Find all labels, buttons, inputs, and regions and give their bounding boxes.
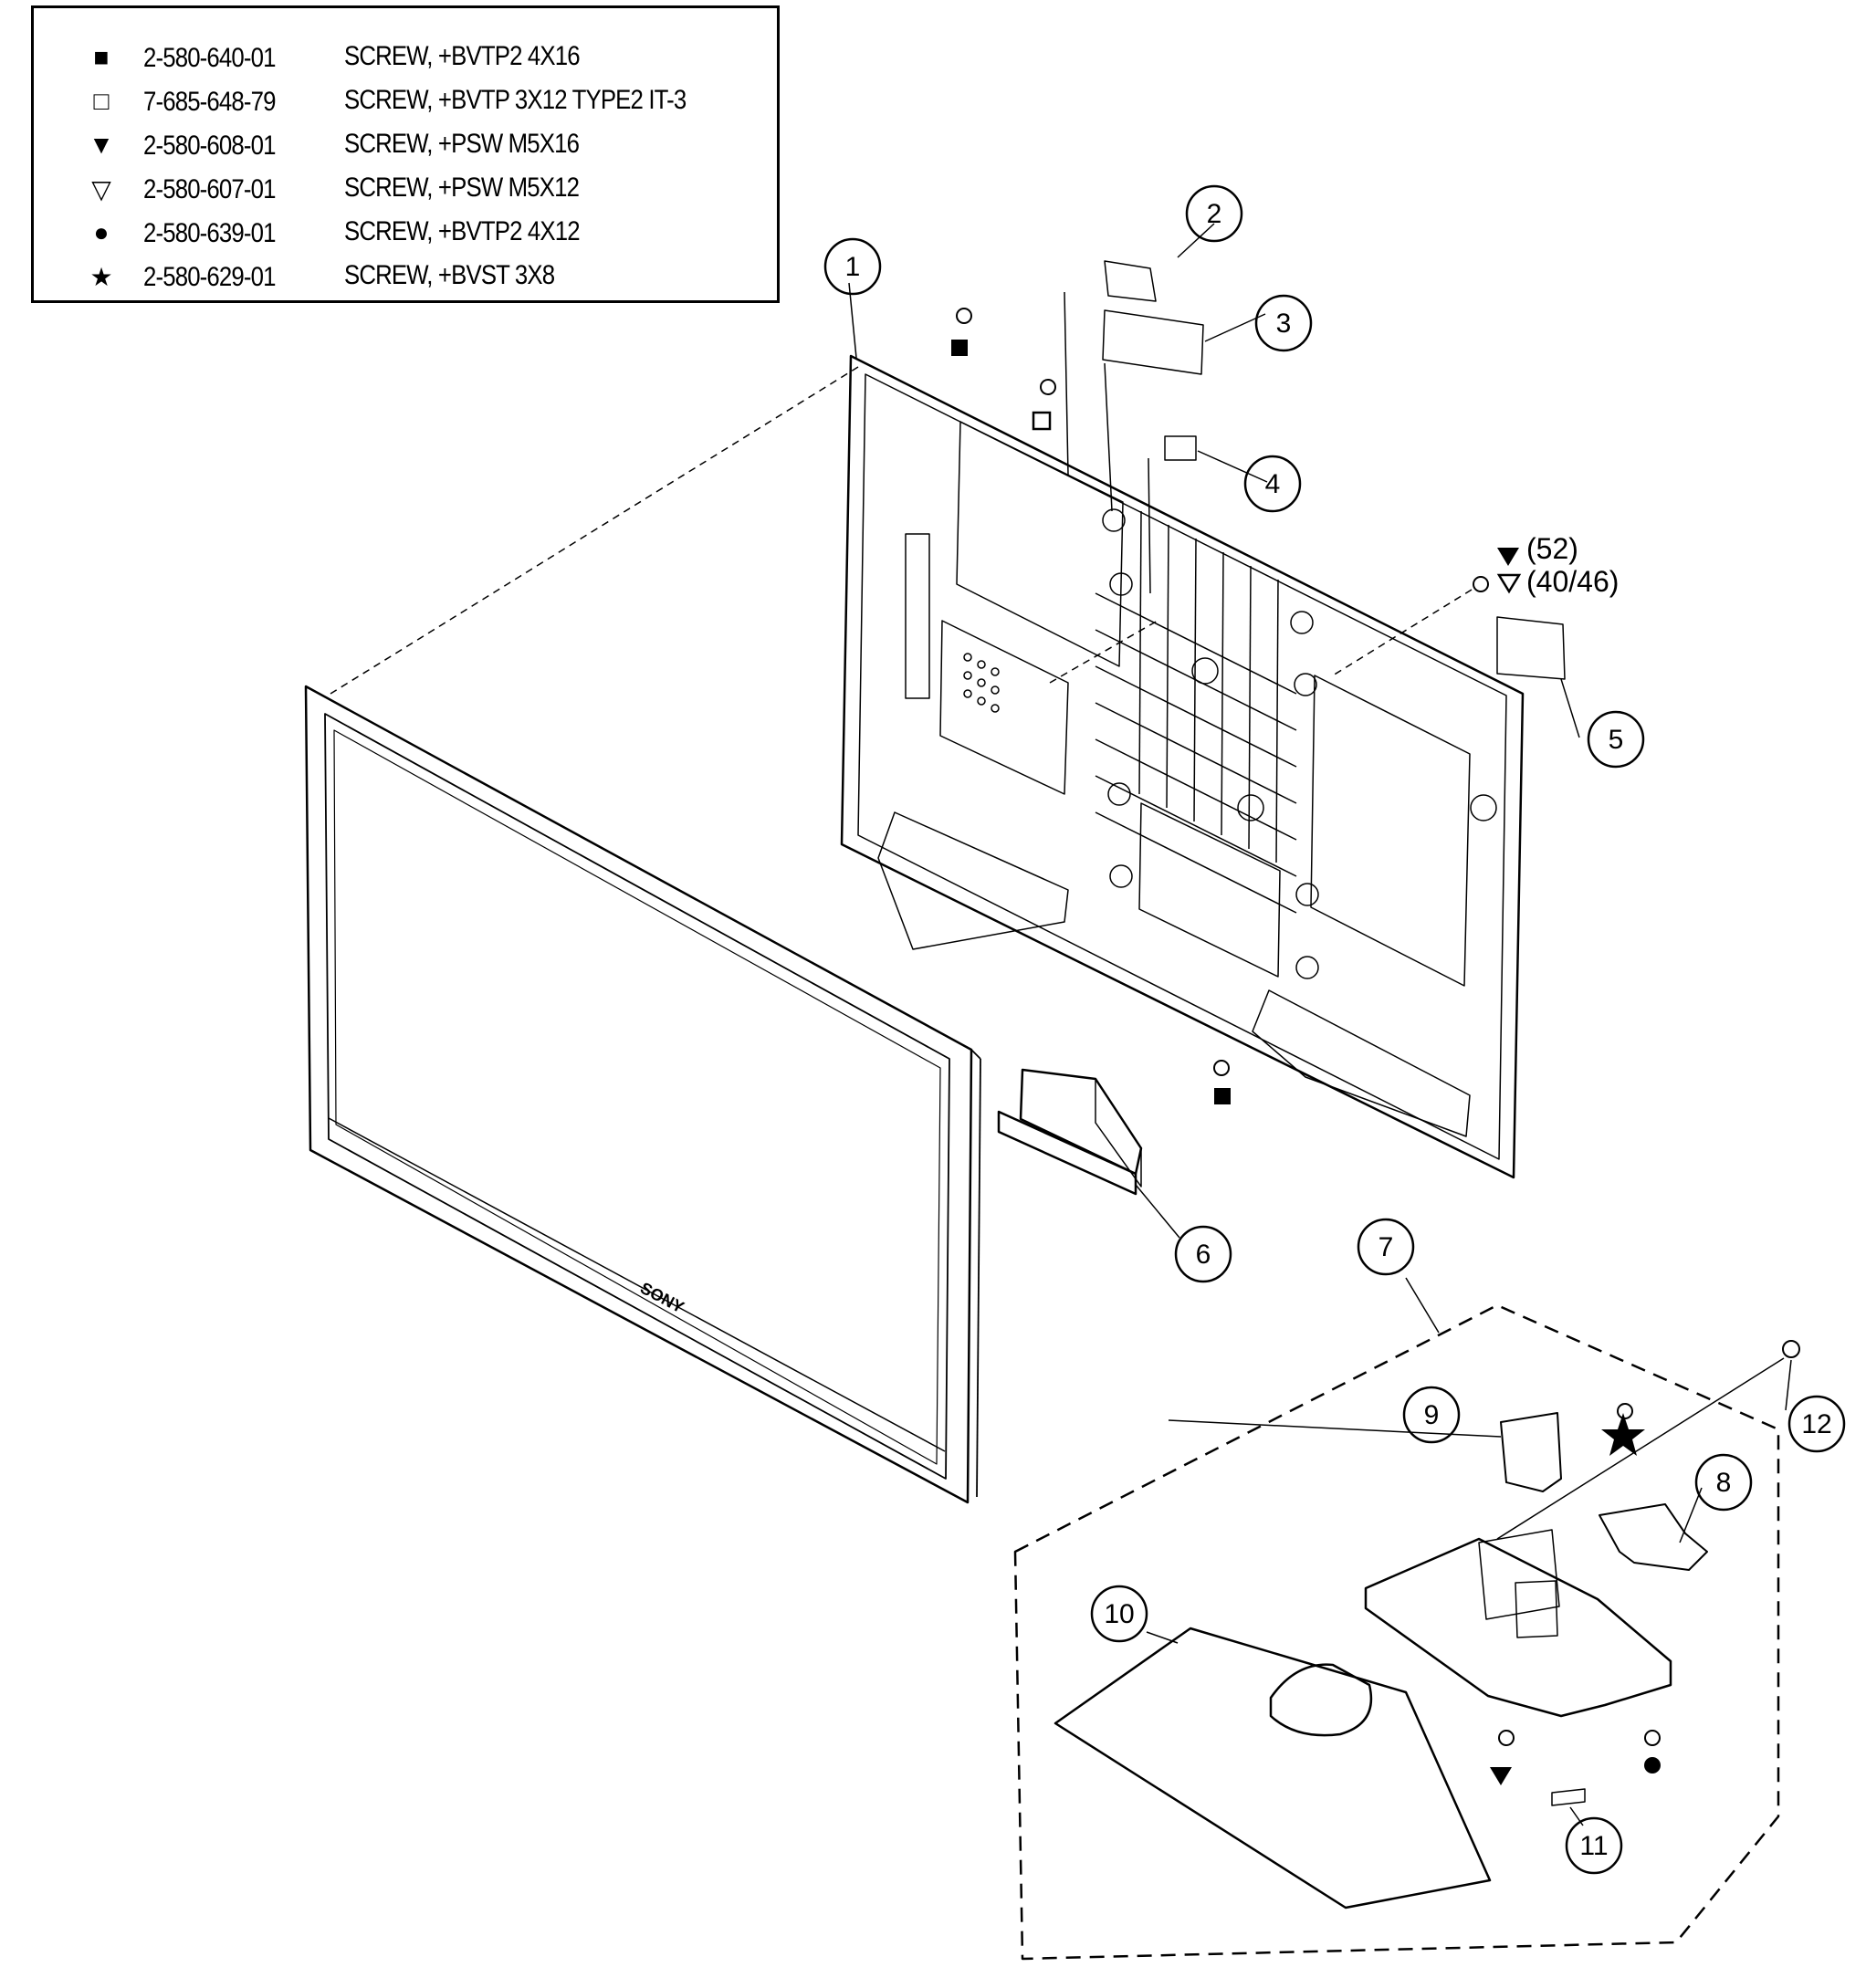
stand-label	[1551, 1788, 1586, 1806]
callout-10: 10	[1104, 1599, 1134, 1629]
stand-clip	[1599, 1503, 1708, 1571]
callout-2: 2	[1207, 199, 1222, 229]
callout-6: 6	[1196, 1240, 1211, 1270]
callout-9: 9	[1424, 1400, 1440, 1430]
callout-12: 12	[1801, 1409, 1831, 1439]
part-number: 2-580-640-01	[143, 43, 276, 73]
leader-lines	[330, 223, 1792, 1826]
star-icon	[1601, 1413, 1645, 1456]
star-icon: ★	[89, 262, 113, 291]
screw-legend: ■ 2-580-640-01 SCREW, +BVTP2 4X16 □ 7-68…	[31, 5, 780, 303]
part-description: SCREW, +PSW M5X12	[344, 173, 580, 203]
part-description: SCREW, +BVTP2 4X12	[344, 216, 581, 246]
part-number: 2-580-608-01	[143, 131, 276, 161]
filled-triangle-icon: ▼	[89, 131, 114, 159]
screws	[956, 308, 1800, 1746]
callout-11: 11	[1579, 1831, 1608, 1861]
filled-square-icon: ■	[93, 43, 110, 71]
callout-labels: 1 2 3 4 5 6 7 8 9 10 11 12	[845, 199, 1832, 1861]
filled-square-icon	[951, 340, 968, 356]
terminal-bracket	[997, 1068, 1143, 1196]
filled-circle-icon: ●	[93, 218, 110, 246]
brand-logo: SONY	[637, 1279, 687, 1317]
hollow-triangle-icon	[1496, 573, 1522, 594]
legend-row: ● 2-580-639-01 SCREW, +BVTP2 4X12	[34, 214, 777, 251]
front-bezel	[304, 685, 981, 1504]
stand-base	[1054, 1627, 1492, 1910]
hollow-square-icon: □	[93, 87, 110, 115]
screw-markers	[951, 340, 1661, 1785]
screw-note-40-46: (40/46)	[1526, 565, 1619, 598]
part-description: SCREW, +BVTP2 4X16	[344, 41, 581, 71]
legend-row: ■ 2-580-640-01 SCREW, +BVTP2 4X16	[34, 39, 777, 76]
part-number: 2-580-629-01	[143, 262, 276, 292]
stand-assembly-outline	[1013, 1303, 1780, 1961]
part-number: 2-580-607-01	[143, 174, 276, 204]
neck-cover	[1500, 1412, 1562, 1492]
filled-square-icon	[1214, 1088, 1231, 1104]
filled-triangle-icon	[1490, 1767, 1512, 1785]
hollow-triangle-icon: ▽	[91, 174, 111, 204]
part-description: SCREW, +PSW M5X16	[344, 129, 580, 159]
part-number: 7-685-648-79	[143, 87, 276, 117]
callout-1: 1	[845, 252, 861, 282]
callout-8: 8	[1716, 1468, 1732, 1498]
screw-note-52: (52)	[1526, 532, 1578, 565]
filled-triangle-icon	[1497, 548, 1519, 566]
legend-row: □ 7-685-648-79 SCREW, +BVTP 3X12 TYPE2 I…	[34, 83, 777, 120]
hollow-square-icon	[1032, 411, 1052, 431]
callout-4: 4	[1265, 469, 1281, 499]
callout-circles	[823, 184, 1846, 1875]
small-bracket	[1164, 435, 1197, 461]
filled-circle-icon	[1644, 1757, 1661, 1774]
part-description: SCREW, +BVTP 3X12 TYPE2 IT-3	[344, 85, 687, 115]
keypad-label	[1104, 260, 1157, 302]
legend-row: ▽ 2-580-607-01 SCREW, +PSW M5X12	[34, 171, 777, 207]
rear-cover	[840, 354, 1525, 1179]
panel-sheet	[1102, 309, 1204, 375]
rear-label	[1496, 616, 1566, 680]
part-number: 2-580-639-01	[143, 218, 276, 248]
legend-row: ★ 2-580-629-01 SCREW, +BVST 3X8	[34, 258, 777, 295]
part-description: SCREW, +BVST 3X8	[344, 260, 555, 290]
callout-7: 7	[1379, 1232, 1394, 1262]
stand-neck-plate	[1364, 1529, 1672, 1718]
callout-3: 3	[1276, 309, 1292, 339]
callout-5: 5	[1609, 725, 1624, 755]
legend-row: ▼ 2-580-608-01 SCREW, +PSW M5X16	[34, 127, 777, 163]
